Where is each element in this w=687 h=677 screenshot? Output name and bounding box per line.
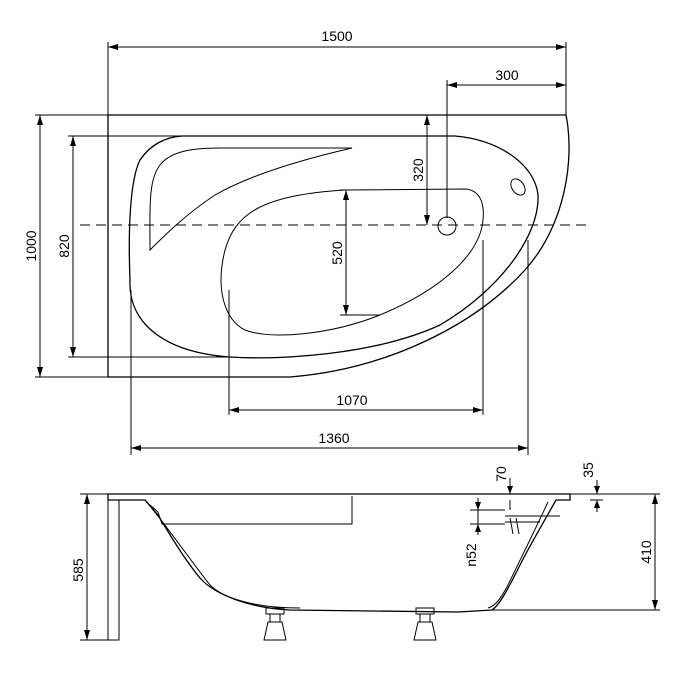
tub-floor-outline <box>220 188 484 336</box>
tub-outer-rim <box>107 114 570 378</box>
dim-label-585: 585 <box>70 558 86 582</box>
front-apron <box>107 499 120 641</box>
dim-label-1360: 1360 <box>318 430 349 446</box>
dim-label-70: 70 <box>493 466 509 482</box>
dim-label-410: 410 <box>638 540 654 564</box>
side-inner-ledge <box>149 496 353 525</box>
support-foot-left <box>263 607 287 641</box>
headrest-contour <box>149 147 353 252</box>
tub-inner-bowl <box>128 135 539 359</box>
dim-label-n52: n52 <box>463 543 479 567</box>
side-view: 585 410 70 35 n52 <box>70 462 660 641</box>
drain-hole <box>437 216 457 236</box>
side-rim <box>107 493 571 613</box>
dim-label-35: 35 <box>580 462 596 478</box>
dim-label-820: 820 <box>56 234 72 258</box>
dim-label-1500: 1500 <box>321 28 352 44</box>
dim-label-320: 320 <box>410 158 426 182</box>
dim-label-1000: 1000 <box>23 230 39 261</box>
overflow-hole <box>510 178 526 196</box>
dim-label-1070: 1070 <box>336 392 367 408</box>
dim-label-300: 300 <box>495 67 519 83</box>
side-inner-shell <box>144 499 301 609</box>
top-view: 1500 300 1000 820 320 520 1070 <box>23 28 590 455</box>
dim-label-520: 520 <box>329 241 345 265</box>
support-foot-right <box>413 607 437 641</box>
